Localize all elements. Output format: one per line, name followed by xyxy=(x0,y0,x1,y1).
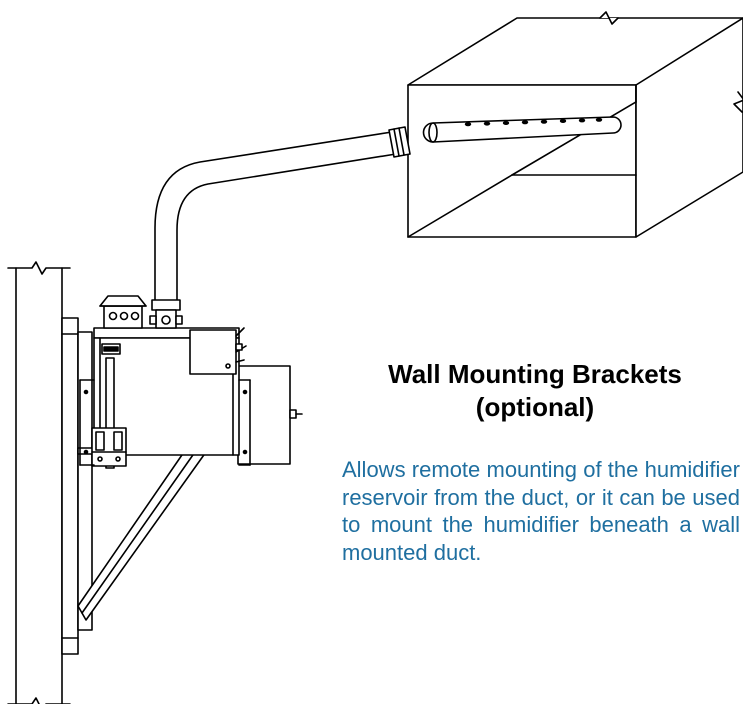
bracket-brace-edge xyxy=(82,452,195,613)
steam-orifices xyxy=(464,117,603,127)
title-line-1: Wall Mounting Brackets xyxy=(388,359,682,389)
side-box-knob xyxy=(290,410,296,418)
steam-orifice xyxy=(559,119,567,123)
steam-outlet-fitting xyxy=(150,310,182,328)
cabinet-rivet xyxy=(85,391,88,394)
duct-front-face xyxy=(408,85,636,237)
bracket-back-plate xyxy=(62,318,78,654)
steam-outlet-nut xyxy=(176,316,182,324)
cabinet-label-text xyxy=(104,347,118,351)
wall-mounting-bracket xyxy=(62,318,208,654)
drain-valve-bolt xyxy=(98,457,102,461)
bracket-diagonal-brace xyxy=(78,452,206,620)
drain-valve-handle xyxy=(114,432,122,450)
fill-cup xyxy=(100,296,146,328)
steam-orifice xyxy=(483,121,491,126)
hose-clamp-band xyxy=(394,129,399,156)
wall-break-mark-top xyxy=(8,262,70,274)
cabinet-rivet xyxy=(85,451,88,454)
control-panel-connector xyxy=(236,344,242,350)
dispersion-tube-end xyxy=(429,123,437,142)
control-panel-screw xyxy=(226,364,230,368)
fill-cup-port xyxy=(132,313,139,320)
control-panel-wire xyxy=(236,328,244,336)
steam-orifice xyxy=(540,119,548,124)
control-panel xyxy=(190,328,246,374)
control-panel-box xyxy=(190,330,236,374)
hose-cuff xyxy=(152,300,180,310)
steam-orifice xyxy=(578,118,586,123)
wall xyxy=(8,262,70,704)
drain-pipe xyxy=(106,358,114,468)
duct-side-face xyxy=(636,18,743,237)
fill-cup-port xyxy=(121,313,128,320)
steam-orifice xyxy=(464,122,472,127)
fill-cup-rim xyxy=(100,296,146,306)
cabinet-rivet xyxy=(244,391,247,394)
bracket-vertical-post xyxy=(78,332,92,630)
duct-break-mark-top xyxy=(600,12,618,24)
side-control-box xyxy=(238,366,302,464)
diagram-title: Wall Mounting Brackets (optional) xyxy=(330,358,740,424)
duct-inner-line xyxy=(512,102,636,175)
title-line-2: (optional) xyxy=(475,392,595,422)
fill-cup-port xyxy=(110,313,117,320)
drain-valve-handle xyxy=(96,432,104,450)
steam-hose-outline xyxy=(155,132,396,303)
hose-clamp-band xyxy=(399,128,404,155)
steam-outlet-nut xyxy=(150,316,156,324)
steam-outlet-body xyxy=(156,310,176,328)
steam-hose xyxy=(152,127,410,310)
control-panel-wire xyxy=(236,360,244,362)
duct-inner-line xyxy=(408,175,512,237)
steam-outlet-port xyxy=(162,316,170,324)
steam-orifice xyxy=(521,120,529,125)
side-box-body xyxy=(238,366,290,464)
dispersion-tube xyxy=(424,117,622,142)
steam-orifice xyxy=(595,117,603,122)
duct-break-mark-side xyxy=(734,92,743,112)
drain-valve-bolt xyxy=(116,457,120,461)
cabinet-rivet xyxy=(244,451,247,454)
dispersion-tube-body xyxy=(424,117,622,142)
description-text: Allows remote mounting of the humidifier… xyxy=(342,457,740,565)
steam-orifice xyxy=(502,121,510,125)
wall-break-mark-bottom xyxy=(8,698,70,704)
air-duct xyxy=(408,12,743,237)
